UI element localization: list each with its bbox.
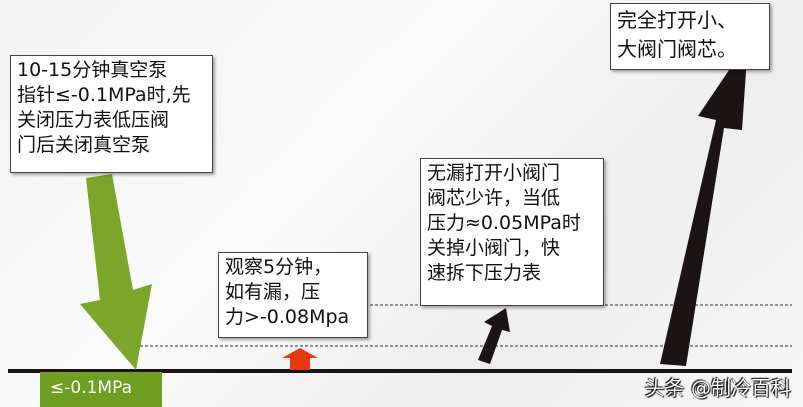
- watermark: 头条 @制冷百科: [644, 376, 791, 400]
- step1-box: 10-15分钟真空泵 指针≤-0.1MPa时,先 关闭压力表低压阀 门后关闭真空…: [10, 55, 213, 173]
- small-black-up-arrow: [478, 308, 510, 364]
- big-black-up-arrow: [660, 42, 748, 366]
- step4-box: 完全打开小、 大阀门阀芯。: [610, 3, 770, 70]
- step3-box: 无漏打开小阀门 阀芯少许，当低 压力≈0.05MPa时 关掉小阀门，快 速拆下压…: [420, 158, 604, 306]
- green-down-arrow: [80, 174, 152, 370]
- red-up-arrow: [282, 348, 318, 370]
- baseline-pressure-label: ≤-0.1MPa: [40, 372, 162, 407]
- step2-box: 观察5分钟， 如有漏，压 力>-0.08Mpa: [218, 252, 368, 338]
